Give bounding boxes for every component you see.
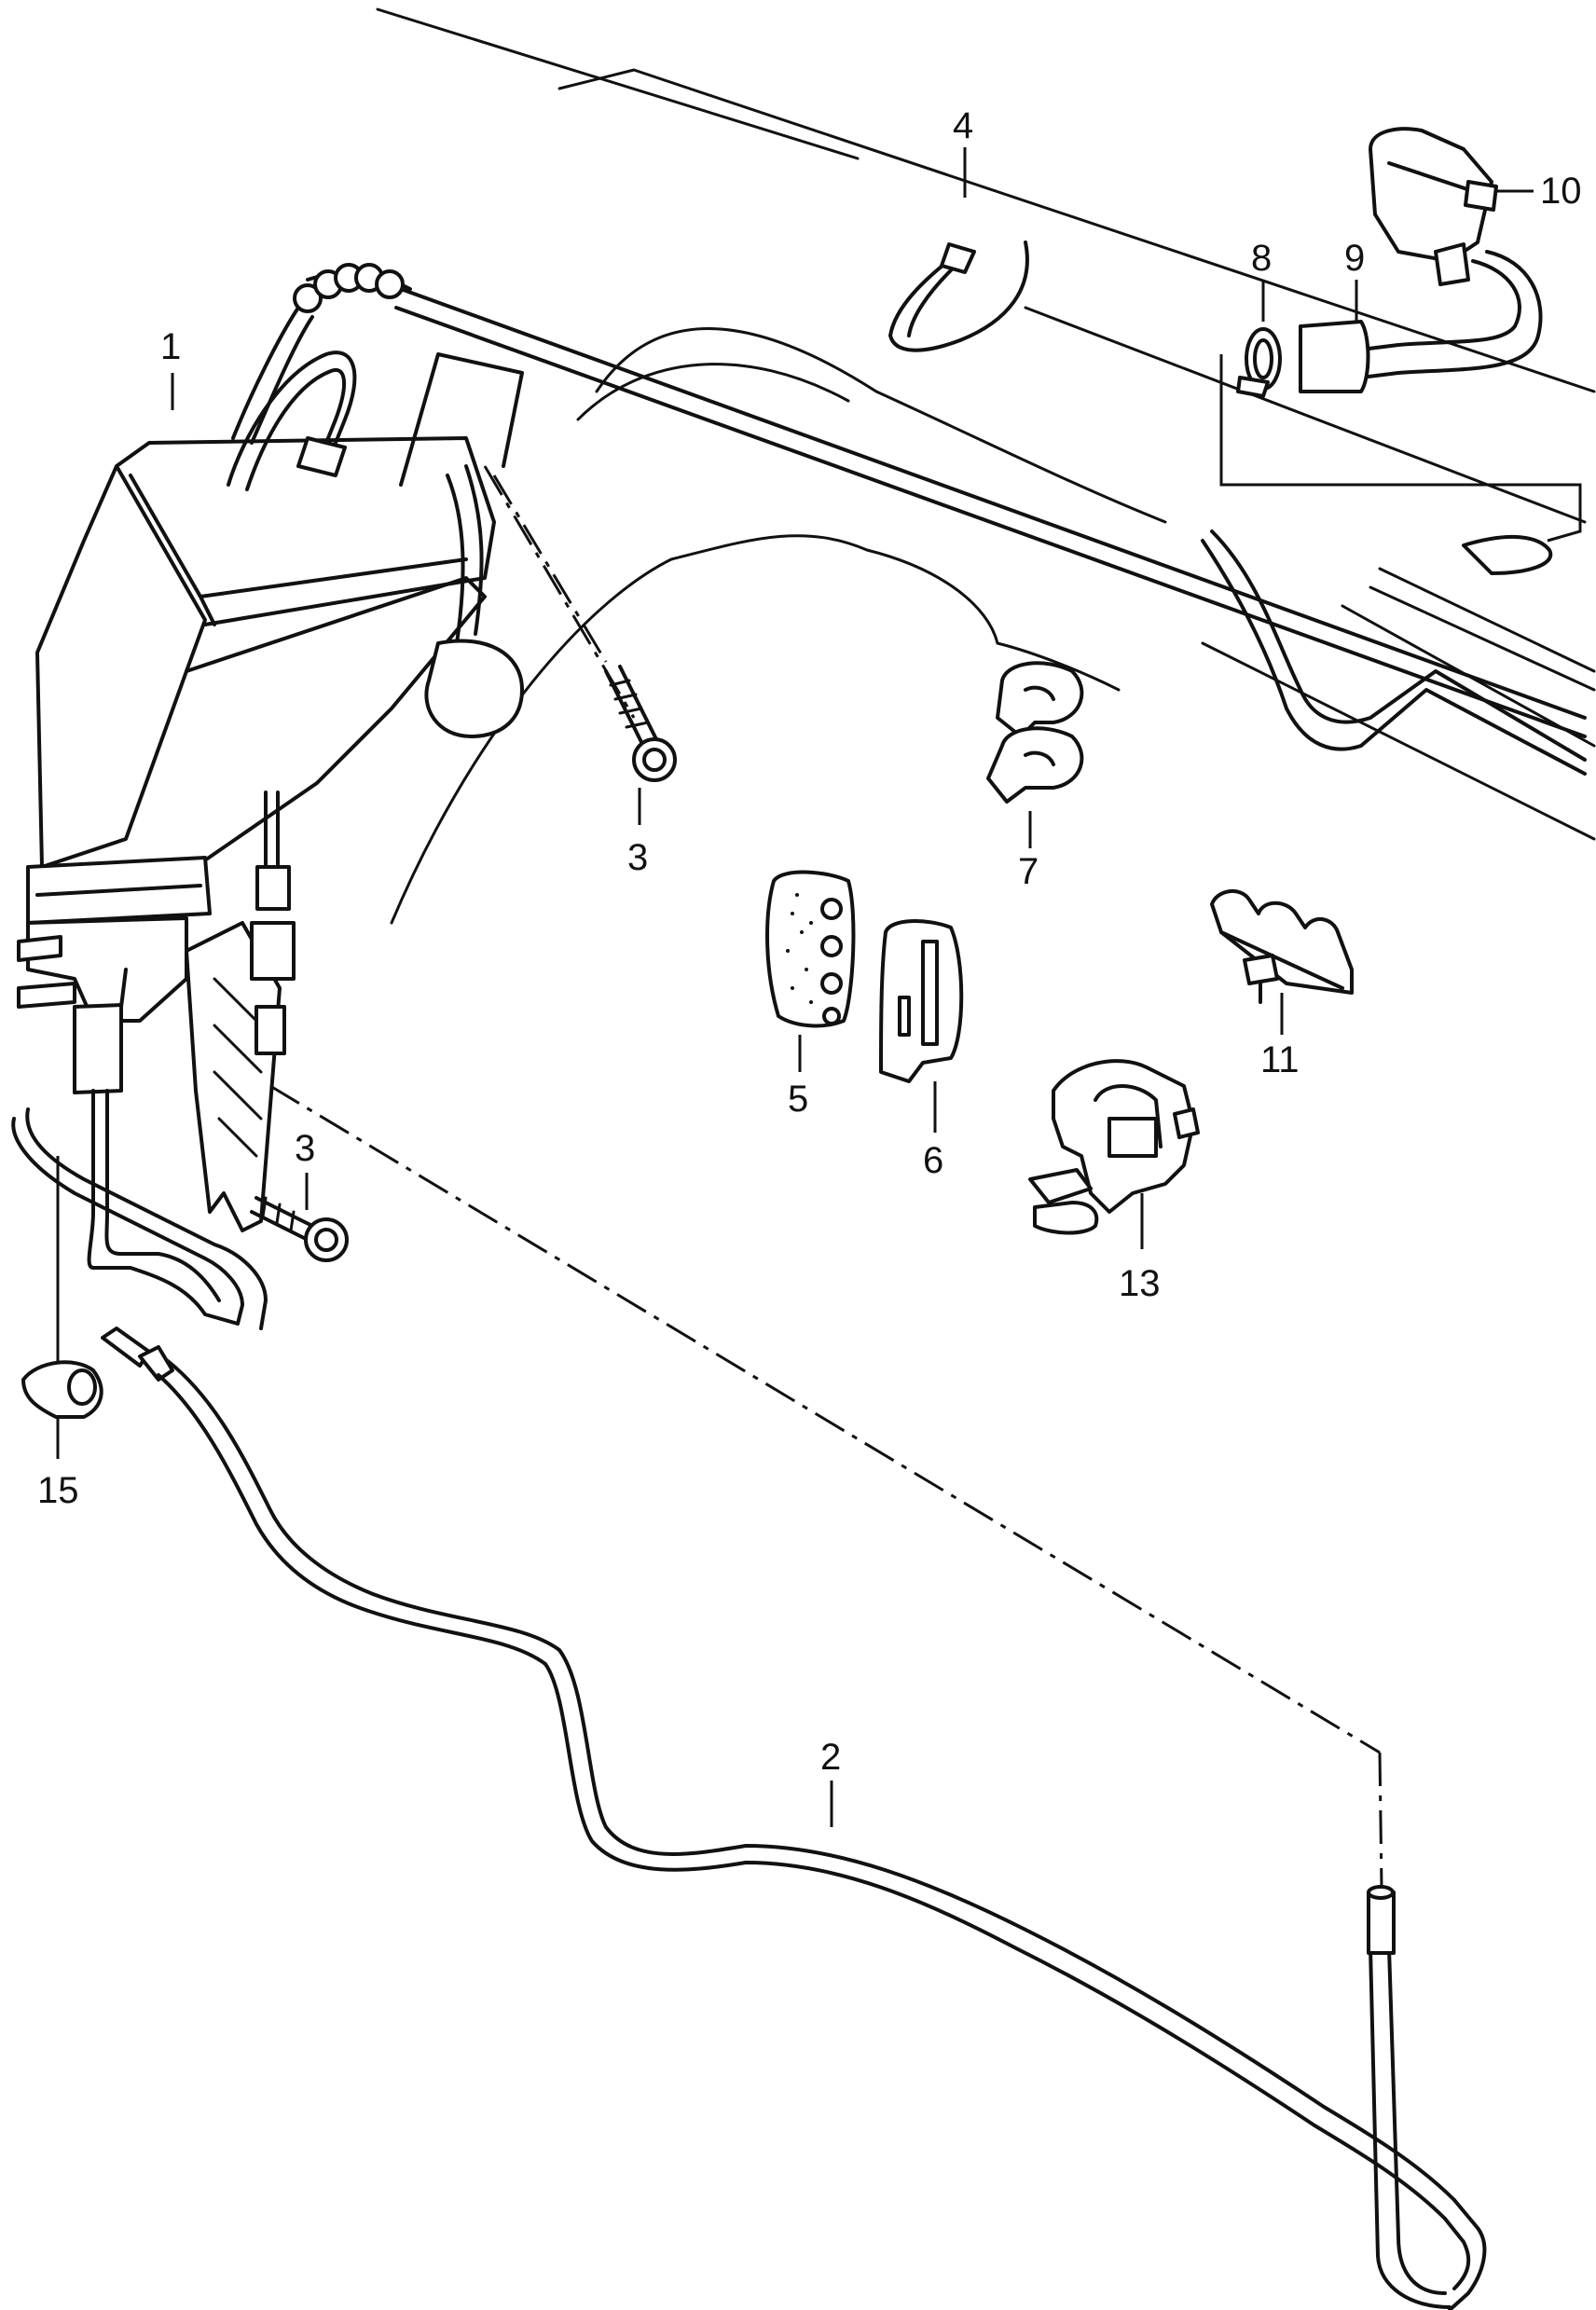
filler-hose bbox=[227, 263, 524, 738]
small-hose bbox=[1299, 250, 1543, 393]
callout-8: 8 bbox=[1251, 238, 1272, 279]
lower-left-hose bbox=[11, 1089, 268, 1330]
washer-hose-long bbox=[101, 1327, 1487, 2310]
callout-10: 10 bbox=[1540, 171, 1582, 212]
grommet bbox=[765, 870, 856, 1028]
callout-5: 5 bbox=[788, 1079, 808, 1120]
callout-3-lower: 3 bbox=[295, 1128, 315, 1169]
callout-labels: 1 2 3 3 4 5 6 7 8 9 10 11 13 15 bbox=[37, 105, 1582, 1778]
callout-1: 1 bbox=[160, 326, 181, 367]
hose-clip bbox=[879, 919, 964, 1083]
vacuum-line-upper bbox=[394, 287, 1587, 776]
leader-lines bbox=[56, 147, 1534, 1827]
callout-15: 15 bbox=[37, 1470, 79, 1511]
sensor-connector bbox=[1369, 127, 1498, 286]
clip-holder bbox=[1028, 1059, 1200, 1235]
cable-tie bbox=[888, 241, 1029, 352]
seal-grommet bbox=[21, 1360, 103, 1419]
screw-lower bbox=[250, 1196, 349, 1262]
callout-9: 9 bbox=[1344, 238, 1365, 279]
screw-upper bbox=[604, 665, 677, 782]
triple-clip bbox=[1210, 889, 1354, 1004]
callout-3-upper: 3 bbox=[627, 837, 648, 878]
pump-bracket bbox=[185, 791, 296, 1232]
double-clip bbox=[986, 661, 1084, 804]
callout-6: 6 bbox=[923, 1140, 943, 1181]
callout-4: 4 bbox=[953, 105, 973, 146]
callout-11: 11 bbox=[1260, 1039, 1300, 1080]
hose-clamp bbox=[1219, 327, 1582, 575]
callout-13: 13 bbox=[1119, 1263, 1161, 1304]
callout-7: 7 bbox=[1018, 851, 1039, 892]
callout-2: 2 bbox=[820, 1737, 841, 1778]
